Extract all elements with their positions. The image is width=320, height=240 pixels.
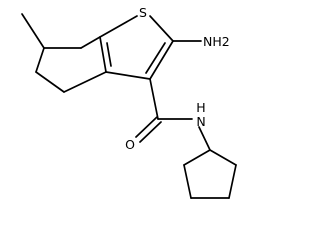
- bond-methyl: [21, 13, 45, 49]
- bond-ring6-c4-c3a: [63, 71, 107, 93]
- bond-ring6-c5-c4: [35, 71, 65, 93]
- bond-co-double-a: [135, 116, 158, 138]
- bond-ring6-c7-c7a: [80, 36, 101, 49]
- bond-s-c2: [149, 15, 174, 42]
- bond-cp-2: [228, 164, 237, 199]
- bond-cp-5: [183, 149, 211, 166]
- bond-c3-carbonyl: [149, 78, 159, 120]
- bond-fused-double-outer: [99, 36, 107, 73]
- bond-co-double-b: [139, 121, 162, 143]
- bond-cp-1: [209, 149, 237, 166]
- bonds: [21, 13, 237, 199]
- atom-labels: S NH2 H N O: [125, 5, 230, 152]
- atom-label-amide-hydrogen: H: [196, 100, 205, 115]
- bond-fused-double-inner: [106, 42, 112, 67]
- atom-label-amide-nitrogen: N: [196, 114, 205, 129]
- bond-c2-c3-outer: [149, 40, 174, 80]
- bond-ring6-c6-c5: [35, 47, 45, 73]
- atom-label-oxygen: O: [125, 137, 135, 152]
- atom-label-amine: NH2: [203, 34, 230, 49]
- bond-c7a-s: [99, 15, 138, 38]
- bond-c2-c3-inner: [145, 42, 166, 74]
- bond-cp-4: [183, 164, 192, 199]
- atom-label-sulfur: S: [139, 5, 147, 20]
- bond-n-cyclopentyl: [198, 126, 211, 151]
- bond-c3a-c3: [105, 71, 151, 80]
- chemical-structure-diagram: S NH2 H N O: [21, 5, 237, 199]
